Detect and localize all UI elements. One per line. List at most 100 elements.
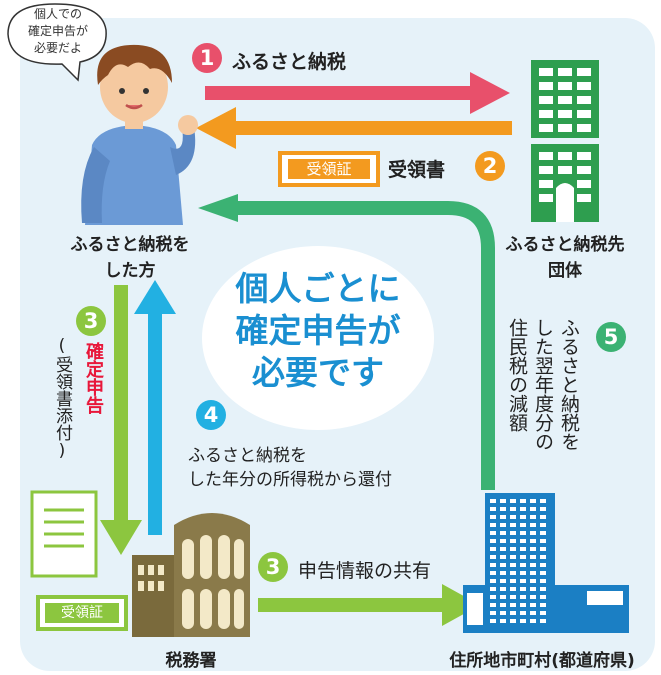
building-window	[540, 539, 546, 543]
center-line-3: 必要です	[252, 353, 384, 392]
arrow-step5	[198, 194, 495, 490]
building-window	[510, 603, 516, 607]
building-window	[500, 603, 506, 607]
building-window	[500, 531, 506, 535]
speech-bubble-shape	[7, 3, 107, 82]
building-window	[520, 523, 526, 527]
building-window	[540, 587, 546, 591]
building-window	[530, 531, 536, 535]
building-window	[510, 619, 516, 623]
center-message: 個人ごとに 確定申告が 必要です	[204, 268, 432, 394]
building-window	[530, 507, 536, 511]
building-window	[540, 507, 546, 511]
building-window	[510, 563, 516, 567]
building-window	[500, 571, 506, 575]
building-window	[540, 563, 546, 567]
building-window	[510, 499, 516, 503]
building-window	[520, 555, 526, 559]
arrow-step2	[196, 107, 512, 149]
building-window	[530, 611, 536, 615]
building-window	[520, 531, 526, 535]
building-window	[510, 595, 516, 599]
building-window	[490, 515, 496, 519]
building-window	[510, 507, 516, 511]
building-window	[500, 611, 506, 615]
step5-col-1: ふるさと納税を	[558, 318, 580, 451]
building-window	[540, 571, 546, 575]
building-window	[540, 515, 546, 519]
building-window	[530, 603, 536, 607]
arrow-step4-up	[134, 280, 176, 535]
step2-label: 受領書	[388, 159, 446, 181]
building-window	[520, 547, 526, 551]
step4-line-2: した年分の所得税から還付	[188, 470, 392, 490]
building-window	[510, 611, 516, 615]
building-window	[520, 595, 526, 599]
building-window	[530, 587, 536, 591]
speech-line-3: 必要だよ	[33, 41, 82, 55]
tax-office-label: 税務署	[165, 651, 217, 671]
building-window	[540, 579, 546, 583]
receipt-attachment-label: 受領証	[45, 603, 119, 623]
building-window	[530, 523, 536, 527]
speech-line-1: 個人での	[33, 7, 82, 21]
building-window	[530, 539, 536, 543]
building-window	[490, 571, 496, 575]
person-label: ふるさと納税を した方	[60, 232, 200, 284]
building-window	[500, 555, 506, 559]
building-window	[510, 555, 516, 559]
tax-office-building-icon	[132, 513, 250, 637]
building-window	[490, 595, 496, 599]
step3b-label: 申告情報の共有	[298, 560, 432, 582]
step4-label: ふるさと納税を した年分の所得税から還付	[188, 444, 392, 492]
blue-building-icon	[463, 493, 629, 633]
building-window	[490, 499, 496, 503]
building-window	[490, 539, 496, 543]
building-window	[530, 563, 536, 567]
building-window	[510, 571, 516, 575]
building-window	[500, 499, 506, 503]
building-window	[490, 555, 496, 559]
building-window	[510, 547, 516, 551]
building-window	[530, 499, 536, 503]
building-window	[500, 523, 506, 527]
building-window	[510, 539, 516, 543]
building-window	[510, 515, 516, 519]
tax-return-document-icon	[30, 490, 98, 578]
building-window	[490, 531, 496, 535]
building-window	[520, 579, 526, 583]
building-window	[490, 563, 496, 567]
receipt-card-label: 受領証	[288, 159, 370, 179]
building-window	[520, 619, 526, 623]
building-window	[520, 603, 526, 607]
building-window	[520, 539, 526, 543]
building-window	[500, 547, 506, 551]
receipt-attachment: 受領証	[36, 595, 128, 631]
building-window	[530, 619, 536, 623]
step4-number-badge: 4	[196, 400, 226, 430]
building-window	[520, 563, 526, 567]
building-window	[500, 619, 506, 623]
person-label-line-1: ふるさと納税を	[70, 235, 190, 255]
building-window	[510, 523, 516, 527]
building-window	[530, 515, 536, 519]
building-window	[540, 619, 546, 623]
step3b-number-badge: 3	[258, 552, 288, 582]
building-window	[540, 555, 546, 559]
step4-line-1: ふるさと納税を	[188, 446, 307, 466]
building-window	[490, 611, 496, 615]
building-window	[500, 595, 506, 599]
step5-col-3: 住民税の減額	[506, 318, 528, 432]
speech-bubble: 個人での 確定申告が 必要だよ	[12, 6, 104, 57]
person-label-line-2: した方	[104, 261, 156, 281]
receipt-card: 受領証	[278, 151, 380, 187]
building-window	[490, 603, 496, 607]
building-window	[500, 587, 506, 591]
step5-col-2: した翌年度分の	[532, 318, 554, 451]
building-window	[520, 507, 526, 511]
municipality-dest-label: ふるさと納税先 団体	[500, 232, 630, 284]
building-window	[500, 515, 506, 519]
center-line-2: 確定申告が	[235, 311, 401, 350]
